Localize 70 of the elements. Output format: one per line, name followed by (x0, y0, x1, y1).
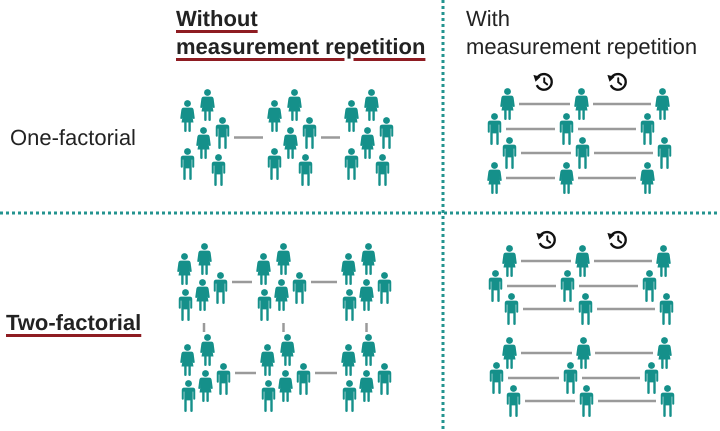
connector-line (523, 308, 574, 310)
person-icon (579, 385, 594, 417)
person-icon (502, 137, 517, 169)
person-icon (656, 245, 671, 277)
connector-line (519, 102, 570, 106)
connector-line (321, 136, 340, 139)
connector-line (506, 176, 555, 180)
person-icon (655, 88, 670, 120)
person-icon (487, 113, 502, 145)
person-icon (563, 362, 578, 394)
person-icon (659, 293, 674, 325)
person-icon (640, 113, 655, 145)
connector-line (234, 136, 263, 139)
person-icon (578, 293, 593, 325)
row-heading: Two-factorial (6, 309, 142, 337)
connector-line (578, 176, 636, 180)
connector-line (525, 400, 575, 402)
person-icon (576, 337, 591, 369)
person-icon (657, 137, 672, 169)
person-icon (559, 162, 574, 194)
connector-line (597, 308, 655, 310)
person-icon (642, 270, 657, 302)
person-icon (502, 245, 517, 277)
people-group-icon (180, 89, 230, 186)
connector-line (578, 128, 636, 130)
people-group-icon (180, 334, 231, 412)
connector-line (521, 260, 571, 262)
people-group-icon (341, 334, 392, 412)
connector-line (521, 352, 572, 354)
connector-line (579, 284, 638, 288)
people-group-icon (341, 243, 392, 321)
person-icon (644, 362, 659, 394)
connector-line (507, 284, 556, 288)
connector-line (365, 323, 368, 332)
people-group-icon (260, 334, 311, 412)
person-icon (560, 270, 575, 302)
connector-line (232, 280, 252, 284)
people-group-icon (177, 243, 228, 321)
connector-line (311, 280, 337, 284)
connector-line (598, 400, 656, 402)
connector-line (315, 372, 337, 374)
connector-line (202, 323, 206, 332)
person-icon (489, 362, 504, 394)
people-group-icon (344, 89, 394, 186)
person-icon (575, 137, 590, 169)
connector-line (593, 102, 651, 106)
connector-line (508, 376, 559, 380)
column-heading: With measurement repetition (466, 5, 698, 61)
connector-line (582, 376, 640, 380)
connector-line (594, 260, 652, 262)
row-heading: One-factorial (10, 124, 136, 152)
person-icon (504, 293, 519, 325)
connector-line (235, 372, 256, 374)
person-icon (506, 385, 521, 417)
person-icon (660, 385, 675, 417)
connector-line (595, 352, 653, 354)
people-group-icon (267, 89, 317, 186)
people-group-icon (256, 243, 307, 321)
person-icon (488, 270, 503, 302)
person-icon (487, 162, 502, 194)
connector-line (506, 128, 555, 130)
person-icon (640, 162, 655, 194)
connector-line (282, 323, 285, 332)
person-icon (575, 245, 590, 277)
column-heading: Without measurement repetition (176, 5, 426, 61)
person-icon (500, 88, 515, 120)
person-icon (559, 113, 574, 145)
person-icon (574, 88, 589, 120)
person-icon (502, 337, 517, 369)
person-icon (657, 337, 672, 369)
